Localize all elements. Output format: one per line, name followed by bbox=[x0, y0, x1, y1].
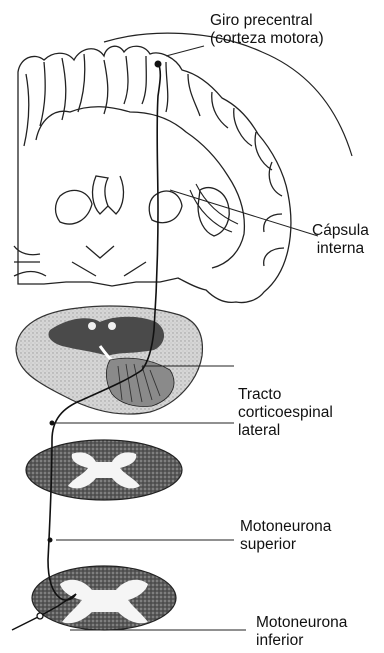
lower-motor-neuron-body bbox=[37, 613, 43, 619]
label-upper-motor-neuron: Motoneurona superior bbox=[240, 518, 331, 554]
label-precentral-line-1: Giro precentral bbox=[210, 12, 324, 30]
label-lateral-tract-line-3: lateral bbox=[238, 422, 333, 440]
label-lower-mn-line-1: Motoneurona bbox=[256, 614, 347, 632]
tract-marker-lateral bbox=[50, 421, 55, 426]
label-precentral-gyrus: Giro precentral (corteza motora) bbox=[210, 12, 324, 48]
label-lateral-tract-line-1: Tracto bbox=[238, 386, 333, 404]
tract-marker-upper bbox=[48, 538, 53, 543]
pyramidal-cell-body bbox=[155, 61, 162, 68]
label-lateral-corticospinal-tract: Tracto corticoespinal lateral bbox=[238, 386, 333, 440]
label-upper-mn-line-2: superior bbox=[240, 536, 331, 554]
label-internal-capsule-line-2: interna bbox=[312, 240, 369, 258]
label-upper-mn-line-1: Motoneurona bbox=[240, 518, 331, 536]
motor-cortex-arc bbox=[104, 33, 352, 156]
label-internal-capsule-line-1: Cápsula bbox=[312, 222, 369, 240]
label-lateral-tract-line-2: corticoespinal bbox=[238, 404, 333, 422]
spinal-cord-section-upper bbox=[26, 440, 182, 500]
label-precentral-line-2: (corteza motora) bbox=[210, 30, 324, 48]
spinal-cord-section-lower bbox=[32, 566, 176, 630]
brain-coronal-section bbox=[14, 46, 291, 302]
label-lower-motor-neuron: Motoneurona inferior bbox=[256, 614, 347, 650]
label-lower-mn-line-2: inferior bbox=[256, 632, 347, 650]
label-internal-capsule: Cápsula interna bbox=[312, 222, 369, 258]
brainstem-section bbox=[16, 306, 202, 414]
